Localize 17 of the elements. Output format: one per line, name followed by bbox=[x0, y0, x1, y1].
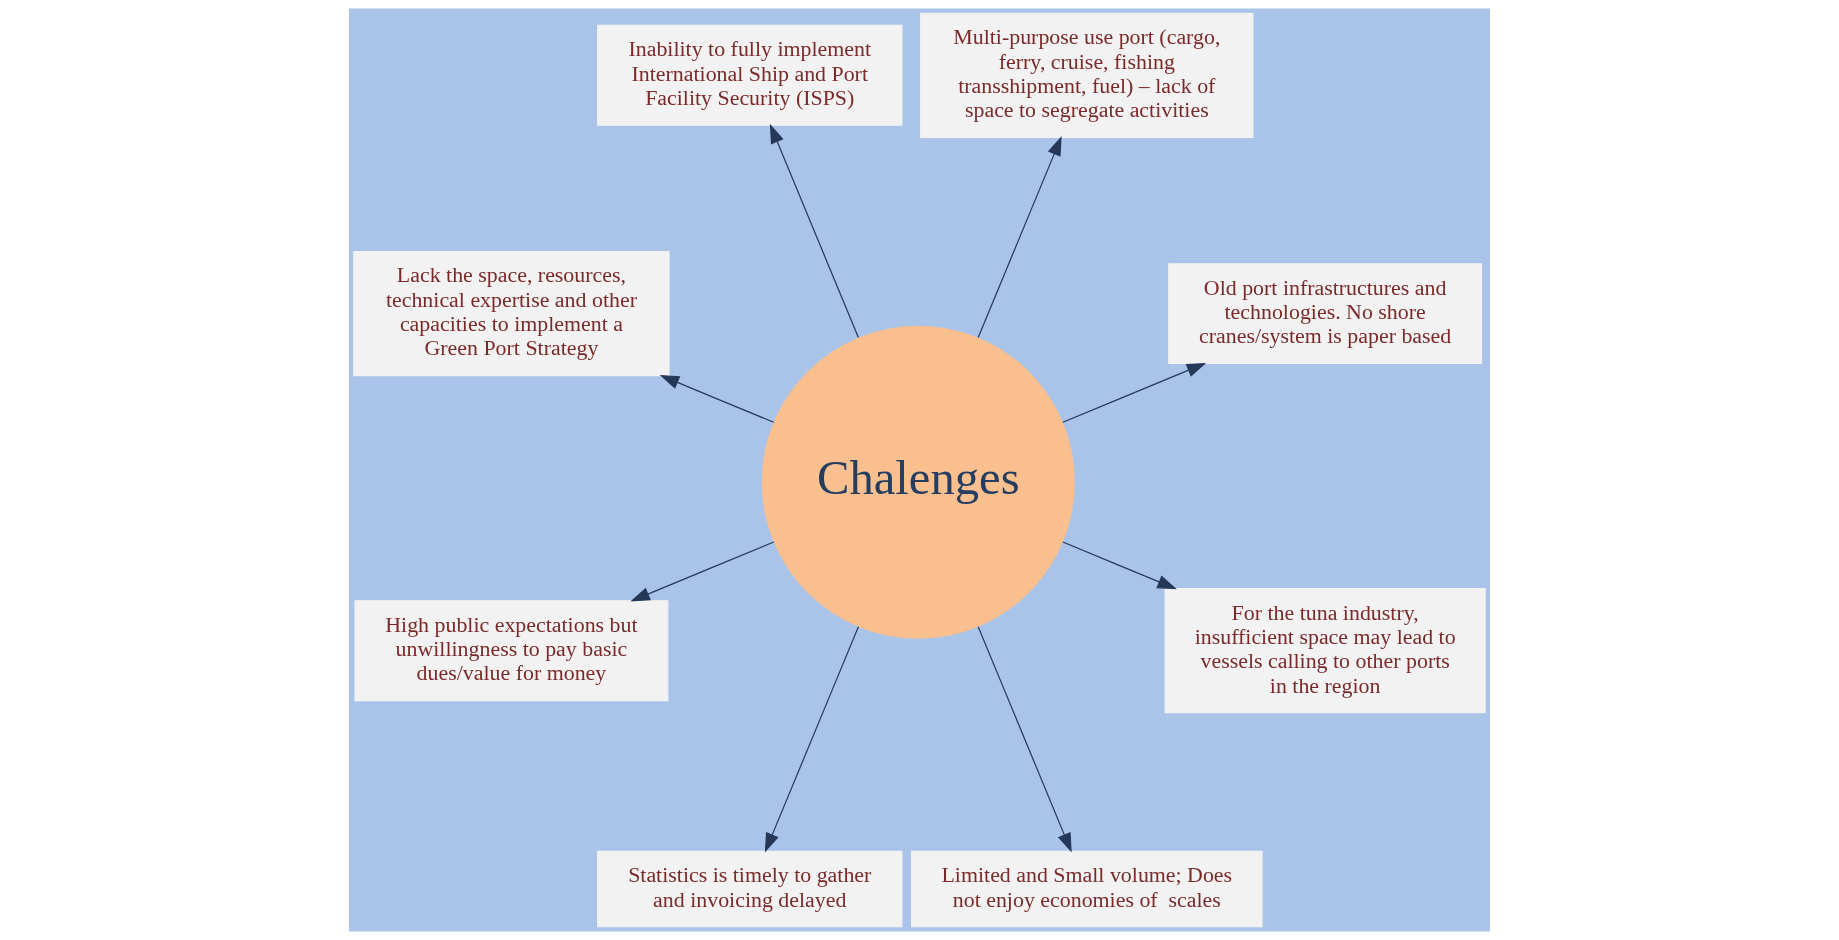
node-box: Lack the space, resources, technical expertise and other capacities to implement a Green Port Strategy bbox=[353, 250, 670, 377]
arrow bbox=[659, 375, 775, 423]
node-box: Statistics is timely to gather and invoicing delayed bbox=[597, 850, 903, 928]
arrow bbox=[977, 626, 1072, 853]
arrow bbox=[769, 123, 859, 339]
node-box: For the tuna industry, insufficient space may lead to vessels calling to other ports in the region bbox=[1164, 588, 1486, 714]
arrow bbox=[630, 541, 775, 602]
node-box: High public expectations but unwillingness to pay basic dues/value for money bbox=[354, 600, 669, 702]
node-box: Inability to fully implement International Ship and Port Facility Security (ISPS) bbox=[597, 24, 903, 126]
arrow bbox=[764, 626, 859, 853]
arrow bbox=[1062, 541, 1177, 590]
node-circle: Chalenges bbox=[761, 325, 1075, 639]
arrow bbox=[1062, 362, 1207, 423]
arrow bbox=[977, 136, 1062, 339]
node-box: Old port infrastructures and technologies. No shore cranes/system is paper based bbox=[1168, 263, 1483, 365]
node-box: Multi-purpose use port (cargo, ferry, cruise, fishing transshipment, fuel) – lack of space to segregate activities bbox=[920, 12, 1254, 138]
node-box: Limited and Small volume; Does not enjoy economies of scales bbox=[911, 850, 1263, 928]
